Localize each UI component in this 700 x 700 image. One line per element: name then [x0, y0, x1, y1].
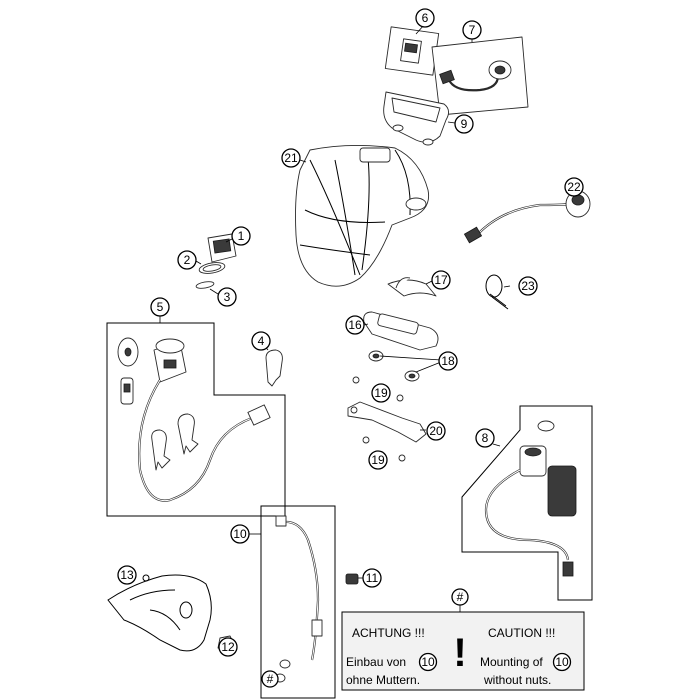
svg-text:#: #	[267, 672, 274, 686]
svg-text:3: 3	[224, 290, 231, 304]
callout-5: 5	[150, 297, 170, 317]
part-2-o-ring	[198, 262, 226, 274]
part-6-decal	[384, 26, 440, 76]
callout-6: 6	[415, 8, 435, 28]
svg-text:19: 19	[371, 453, 385, 467]
svg-text:10: 10	[555, 655, 569, 669]
part-21-headlight-mask	[295, 144, 430, 287]
callout-11: 11	[362, 568, 382, 588]
callout-17: 17	[431, 270, 451, 290]
svg-text:13: 13	[120, 568, 134, 582]
caution-note-box: ACHTUNG !!! Einbau von 10 ohne Muttern. …	[341, 604, 585, 691]
note-title-german: ACHTUNG !!!	[352, 626, 425, 640]
part-1-lock-cylinder	[207, 233, 237, 263]
svg-text:8: 8	[482, 431, 489, 445]
callout-4: 4	[251, 331, 271, 351]
svg-text:4: 4	[258, 334, 265, 348]
callout-16: 16	[345, 315, 365, 335]
callout-9: 9	[454, 114, 474, 134]
part-7-sensor-kit	[431, 36, 529, 116]
svg-text:17: 17	[434, 273, 448, 287]
note-ref-german: 10	[418, 652, 438, 672]
note-ref-english: 10	[552, 652, 572, 672]
callout-hash-note: #	[451, 588, 469, 606]
svg-text:18: 18	[441, 354, 455, 368]
svg-text:12: 12	[221, 640, 235, 654]
callout-23: 23	[518, 276, 538, 296]
callout-22: 22	[564, 177, 584, 197]
svg-text:16: 16	[348, 318, 362, 332]
svg-text:#: #	[457, 590, 464, 604]
svg-text:10: 10	[233, 527, 247, 541]
part-19-screws-lower	[362, 436, 406, 462]
callout-2: 2	[177, 250, 197, 270]
callout-hash-cable: #	[261, 670, 279, 688]
callout-19-upper: 19	[371, 383, 391, 403]
part-9-speedometer	[383, 91, 449, 146]
svg-text:19: 19	[374, 386, 388, 400]
note-line2-english: without nuts.	[483, 673, 551, 687]
part-4-key	[265, 349, 283, 387]
part-20-holder	[347, 401, 427, 443]
svg-text:6: 6	[422, 11, 429, 25]
svg-text:23: 23	[521, 279, 535, 293]
callout-21: 21	[281, 148, 301, 168]
svg-text:5: 5	[157, 300, 164, 314]
callout-13: 13	[117, 565, 137, 585]
part-3-seal	[195, 281, 215, 289]
part-8-sensor-kit	[461, 405, 593, 601]
callout-8: 8	[475, 428, 495, 448]
callout-19-lower: 19	[368, 450, 388, 470]
note-exclamation: !	[453, 631, 466, 675]
svg-text:7: 7	[469, 23, 476, 37]
note-title-english: CAUTION !!!	[488, 626, 555, 640]
part-10-cable	[260, 505, 336, 699]
note-line1-english: Mounting of	[480, 655, 543, 669]
callout-1: 1	[231, 226, 251, 246]
svg-text:10: 10	[421, 655, 435, 669]
callout-20: 20	[426, 421, 446, 441]
svg-text:22: 22	[567, 180, 581, 194]
part-5-ignition-switch-kit	[106, 322, 286, 517]
callout-7: 7	[462, 20, 482, 40]
callout-12: 12	[218, 637, 238, 657]
svg-text:1: 1	[238, 229, 245, 243]
callout-3: 3	[217, 287, 237, 307]
svg-text:11: 11	[366, 571, 379, 585]
part-17-cover	[387, 277, 437, 297]
callout-10: 10	[230, 524, 250, 544]
svg-text:2: 2	[184, 253, 191, 267]
note-line2-german: ohne Muttern.	[346, 673, 420, 687]
svg-text:20: 20	[429, 424, 443, 438]
part-11-clip	[345, 573, 359, 585]
part-22-switch	[463, 190, 591, 244]
note-line1-german: Einbau von	[346, 655, 406, 669]
svg-text:9: 9	[461, 117, 468, 131]
part-19-screws-upper	[352, 376, 404, 402]
part-23-cable-tie	[485, 274, 509, 310]
svg-text:21: 21	[284, 151, 298, 165]
callout-18: 18	[438, 351, 458, 371]
part-18-rubber-mounts	[368, 350, 420, 382]
part-13-panel	[107, 574, 212, 652]
part-16-bracket-plate	[363, 311, 439, 351]
